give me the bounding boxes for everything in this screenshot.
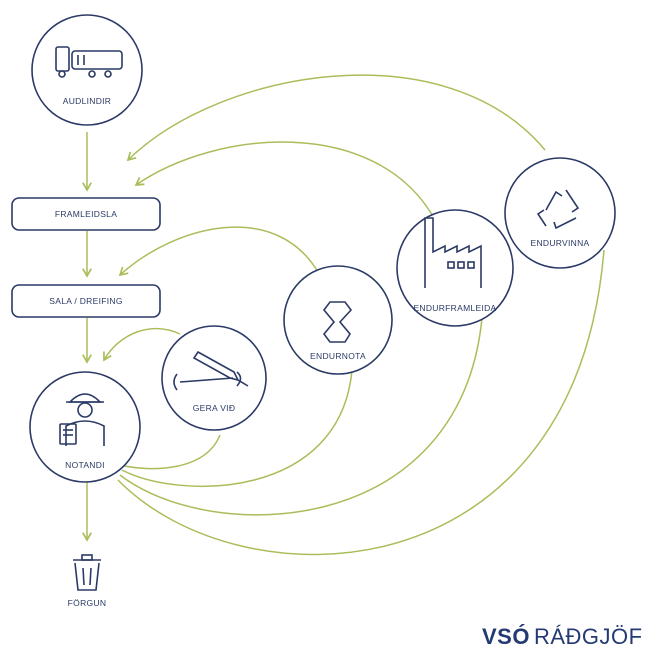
node-endurframleida: ENDURFRAMLEIDA [396, 209, 514, 327]
endurvinna-label: ENDURVINNA [530, 238, 589, 248]
forgun-label: FÖRGUN [68, 598, 107, 608]
recycle-icon [536, 189, 580, 230]
brand-bold: VSÓ [482, 624, 530, 649]
audlindir-label: AUDLINDIR [63, 96, 112, 106]
node-sala-dreifing: SALA / DREIFING [11, 284, 161, 318]
endurnota-label: ENDURNOTA [310, 351, 366, 361]
trash-bin-icon [73, 554, 101, 591]
node-framleidsla: FRAMLEIDSLA [11, 197, 161, 231]
loop-endurvinna [126, 74, 546, 162]
loop-endurframleida [134, 141, 435, 219]
truck-icon [55, 46, 123, 78]
loop-endurnota [118, 226, 319, 277]
node-gera-vid: GERA VIÐ [161, 325, 267, 431]
notandi-label: NOTANDI [65, 460, 105, 470]
flow-notandi-to-gera-vid [119, 434, 221, 470]
flow-notandi-to-endurvinna [117, 249, 605, 556]
sala-label: SALA / DREIFING [49, 296, 122, 306]
wrench-screwdriver-icon [173, 350, 249, 391]
endurframleida-label: ENDURFRAMLEIDA [413, 303, 496, 313]
worker-icon [59, 393, 105, 446]
framleidsla-label: FRAMLEIDSLA [55, 209, 117, 219]
brand-light: RÁÐGJÖF [533, 624, 643, 649]
loop-gera-vid [103, 327, 181, 362]
node-endurvinna: ENDURVINNA [504, 157, 616, 269]
node-audlindir: AUDLINDIR [31, 14, 143, 126]
gera-vid-label: GERA VIÐ [193, 403, 236, 413]
node-notandi: NOTANDI [29, 371, 141, 483]
reuse-icon [322, 301, 353, 343]
node-forgun: FÖRGUN [68, 554, 107, 608]
node-endurnota: ENDURNOTA [283, 265, 393, 375]
flow-notandi-to-endurnota [121, 369, 353, 488]
flow-notandi-to-endurframleida [119, 317, 483, 516]
factory-icon [424, 217, 482, 288]
